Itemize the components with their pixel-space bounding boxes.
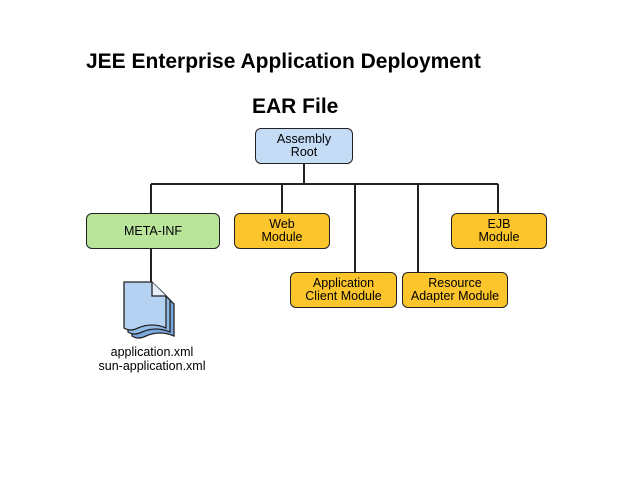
page-title: JEE Enterprise Application Deployment	[86, 50, 481, 73]
document-stack-icon	[123, 281, 175, 339]
file-name: application.xml	[110, 345, 194, 359]
web-module-node: Web Module	[234, 213, 330, 249]
assembly-root-node: Assembly Root	[255, 128, 353, 164]
file-name: sun-application.xml	[98, 359, 206, 373]
application-client-module-node: Application Client Module	[290, 272, 397, 308]
meta-inf-node: META-INF	[86, 213, 220, 249]
file-list: application.xml sun-application.xml	[92, 345, 212, 373]
resource-adapter-module-node: Resource Adapter Module	[402, 272, 508, 308]
ear-file-label: EAR File	[252, 95, 339, 118]
ejb-module-node: EJB Module	[451, 213, 547, 249]
